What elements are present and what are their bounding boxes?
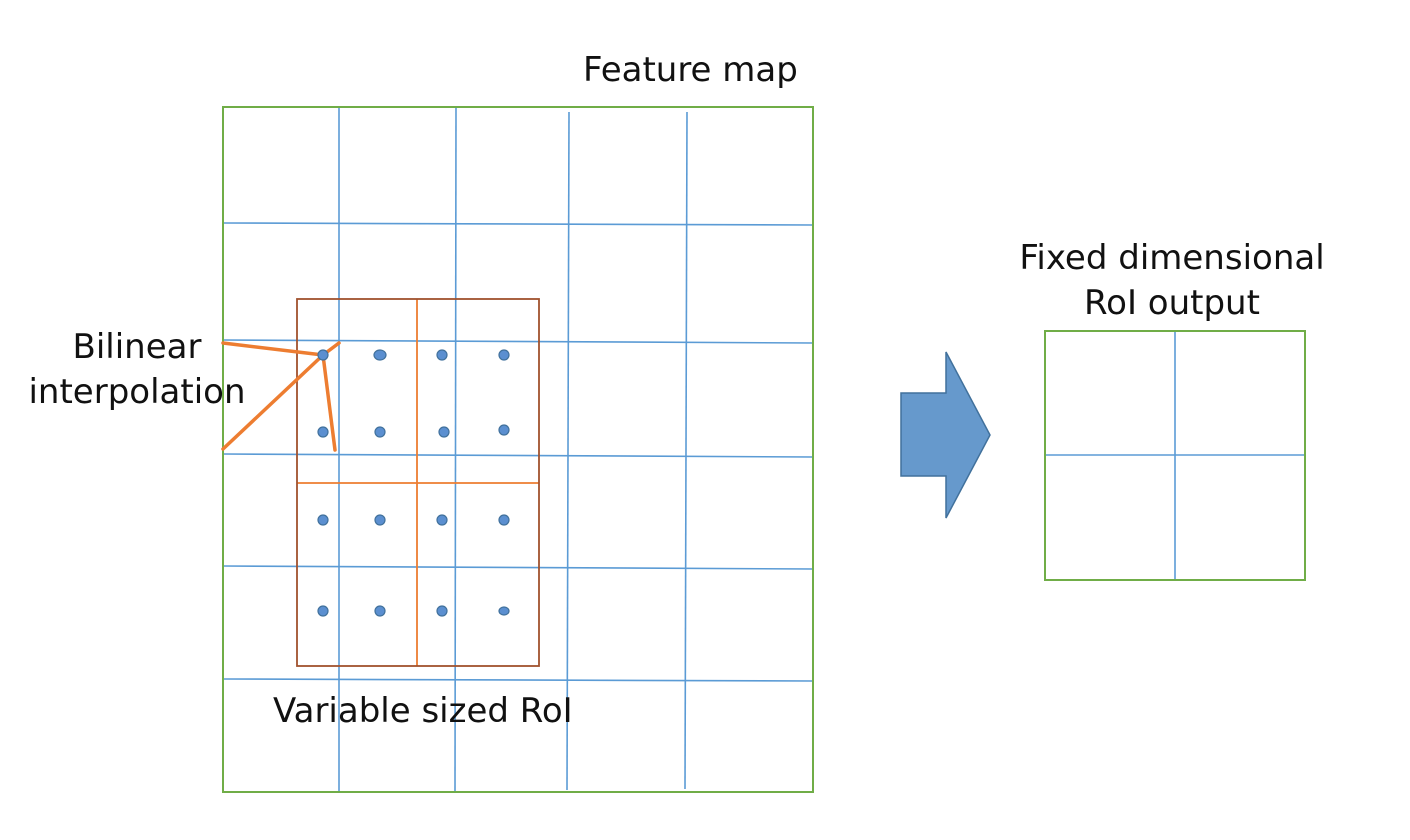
roi-border (296, 298, 540, 667)
sample-point (498, 606, 510, 616)
sample-point (436, 349, 448, 361)
sample-point (498, 349, 510, 361)
interpolation-line (221, 341, 325, 357)
roi-output-border (1044, 330, 1306, 581)
sample-point (374, 514, 386, 526)
feature-map-border (222, 106, 814, 793)
grid-horizontal-line (222, 222, 814, 226)
sample-point (438, 426, 450, 438)
feature-map-grid (222, 106, 814, 793)
grid-vertical-line (684, 111, 688, 790)
grid-vertical-line (454, 107, 457, 792)
grid-horizontal-line (222, 339, 814, 344)
feature-map-title: Feature map (583, 50, 798, 90)
sample-point (317, 514, 329, 526)
interpolation-line (221, 353, 325, 451)
variable-roi-label: Variable sized RoI (273, 691, 573, 731)
sample-point (498, 514, 510, 526)
bilinear-label-line2: interpolation (28, 372, 245, 412)
sample-point (317, 349, 329, 361)
grid-horizontal-line (222, 565, 814, 570)
sample-point (436, 605, 448, 617)
sample-point (374, 426, 386, 438)
bilinear-label-line1: Bilinear (73, 327, 202, 367)
sample-point (317, 426, 329, 438)
sample-point (498, 424, 510, 436)
sample-point (317, 605, 329, 617)
sample-points (317, 349, 510, 617)
interpolation-line (321, 353, 337, 452)
right-arrow-icon (900, 351, 991, 519)
variable-roi (296, 298, 540, 667)
grid-horizontal-line (222, 453, 814, 458)
sample-point (373, 349, 387, 361)
grid-horizontal-line (222, 678, 814, 682)
sample-point (436, 514, 448, 526)
grid-vertical-line (566, 111, 570, 791)
fixed-output-label-line1: Fixed dimensional (1019, 238, 1324, 278)
fixed-output-label-line2: RoI output (1084, 283, 1260, 323)
roi-output-grid (1044, 330, 1306, 581)
sample-point (374, 605, 386, 617)
